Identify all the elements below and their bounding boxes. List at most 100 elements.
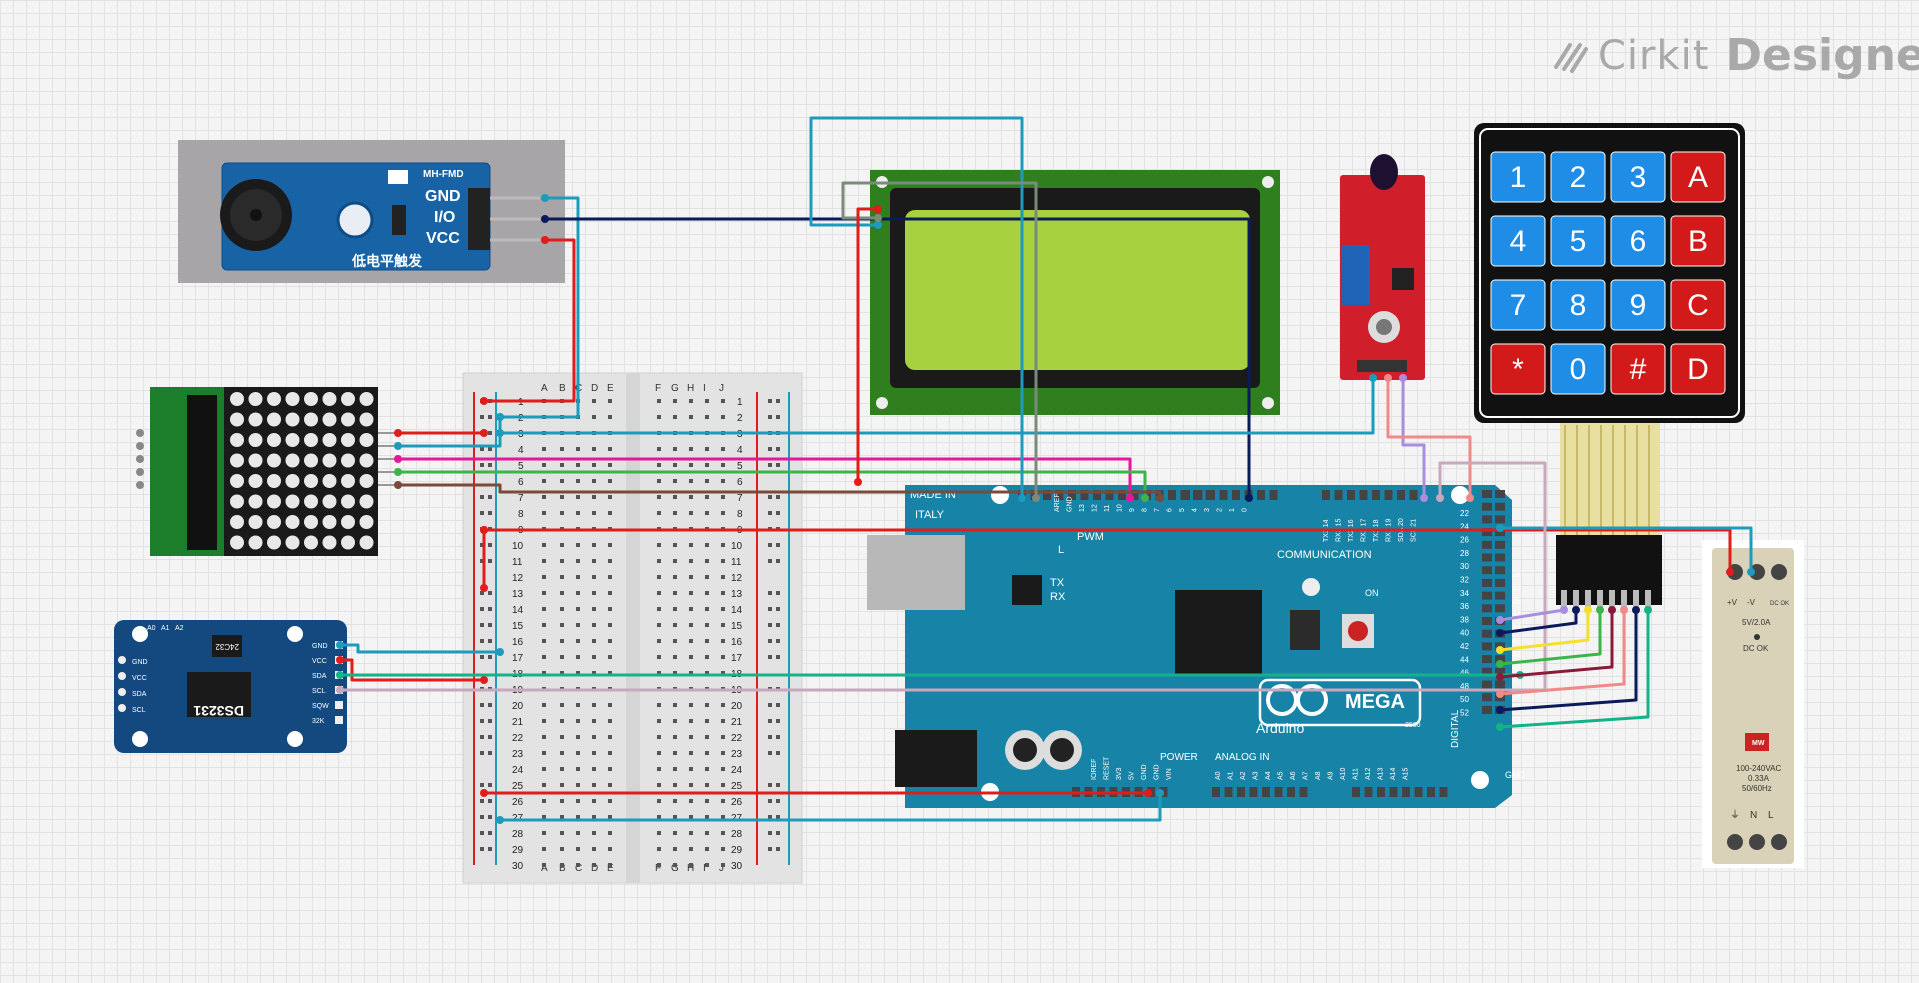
- mega-analog-label: ANALOG IN: [1215, 752, 1269, 763]
- breadboard-hole: [673, 623, 677, 627]
- breadboard-hole: [542, 447, 546, 451]
- analog-pin-label: A4: [1265, 771, 1272, 780]
- digital-pin-label: 28: [1460, 549, 1469, 558]
- breadboard-hole: [542, 463, 546, 467]
- breadboard-hole: [592, 831, 596, 835]
- led-matrix-module[interactable]: [136, 387, 395, 556]
- breadboard-hole: [673, 735, 677, 739]
- header-pin: [1377, 787, 1385, 797]
- digital-pin-label: 30: [1460, 562, 1469, 571]
- breadboard-hole: [673, 511, 677, 515]
- rail-hole: [768, 607, 772, 611]
- breadboard-hole: [721, 575, 725, 579]
- breadboard-col-label: C: [575, 863, 582, 874]
- analog-pin-label: A15: [1403, 767, 1410, 780]
- led-dot: [267, 412, 281, 427]
- breadboard-hole: [592, 815, 596, 819]
- rail-hole: [480, 623, 484, 627]
- digital-pin-label: 32: [1460, 576, 1469, 585]
- header-pin: [1118, 490, 1126, 500]
- wire-end: [541, 236, 549, 244]
- breadboard-hole: [689, 511, 693, 515]
- rail-hole: [480, 639, 484, 643]
- breadboard-hole: [705, 719, 709, 723]
- led-dot: [359, 392, 374, 406]
- rail-hole: [768, 591, 772, 595]
- breadboard-hole: [705, 623, 709, 627]
- header-pin: [1482, 617, 1492, 625]
- header-pin: [1482, 566, 1492, 575]
- breadboard-hole: [657, 735, 661, 739]
- psu-dcok-pin: DC OK: [1770, 601, 1789, 607]
- breadboard-hole: [689, 831, 693, 835]
- breadboard-row-label: 12: [731, 573, 743, 584]
- wire-end: [1384, 374, 1392, 382]
- wire-end: [1572, 606, 1580, 614]
- keypad-key-label: *: [1512, 353, 1524, 386]
- wire-end: [854, 478, 862, 486]
- rtc-left-pin: [118, 672, 126, 680]
- rtc-right-pin-label: SCL: [312, 688, 326, 695]
- breadboard-hole: [560, 815, 564, 819]
- wire-end: [1141, 494, 1149, 502]
- breadboard-hole: [542, 623, 546, 627]
- lcd-display[interactable]: [870, 170, 1280, 415]
- breadboard-hole: [657, 815, 661, 819]
- breadboard-hole: [689, 863, 693, 867]
- breadboard-hole: [689, 671, 693, 675]
- keypad-pin: [1573, 590, 1579, 610]
- breadboard-hole: [542, 863, 546, 867]
- digital-pin-label: 49: [1512, 690, 1521, 699]
- breadboard-hole: [576, 495, 580, 499]
- top-pin-label: 7: [1154, 508, 1161, 512]
- rail-hole: [480, 719, 484, 723]
- digital-pin-label: 41: [1512, 637, 1521, 646]
- analog-pin-label: A5: [1278, 771, 1285, 780]
- wire-end: [1632, 606, 1640, 614]
- breadboard-hole: [608, 783, 612, 787]
- keypad-pin: [1585, 590, 1591, 610]
- arduino-mega[interactable]: MADE IN ITALY PWM COMMUNICATION TX RX L …: [867, 485, 1526, 808]
- rail-hole: [776, 735, 780, 739]
- breadboard-row-label: 6: [518, 477, 524, 488]
- power-pin-label: RESET: [1104, 756, 1111, 780]
- wire-end: [480, 397, 488, 405]
- keypad-pin: [1561, 590, 1567, 610]
- breadboard-hole: [657, 671, 661, 675]
- wire-end: [1466, 494, 1474, 502]
- rail-hole: [480, 735, 484, 739]
- breadboard-hole: [673, 463, 677, 467]
- rtc-module[interactable]: DS3231 24C32 GNDVCCSDASCLGNDVCCSDASCLSQW…: [114, 620, 347, 753]
- rail-hole: [768, 511, 772, 515]
- breadboard-hole: [721, 623, 725, 627]
- rail-hole: [776, 751, 780, 755]
- breadboard-hole: [608, 831, 612, 835]
- breadboard-hole: [560, 511, 564, 515]
- breadboard-hole: [592, 655, 596, 659]
- buzzer-module[interactable]: MH-FMD GND I/O VCC 低电平触发: [178, 140, 565, 283]
- rail-hole: [768, 415, 772, 419]
- header-pin: [1495, 502, 1505, 511]
- breadboard-row-label: 14: [512, 605, 524, 616]
- keypad-key-label: 1: [1510, 161, 1527, 194]
- breadboard-row-label: 8: [518, 509, 524, 520]
- power-supply-meanwell[interactable]: +V -V DC OK 5V/2.0A DC OK MW 100-240VAC …: [1702, 540, 1804, 868]
- breadboard-hole: [592, 559, 596, 563]
- breadboard-hole: [673, 863, 677, 867]
- breadboard-hole: [705, 511, 709, 515]
- rail-hole: [776, 799, 780, 803]
- analog-pin-label: A7: [1303, 771, 1310, 780]
- breadboard-hole: [608, 703, 612, 707]
- wire-end: [496, 413, 504, 421]
- led-dot: [359, 412, 374, 427]
- ir-flame-sensor[interactable]: [1340, 154, 1425, 380]
- rail-hole: [488, 719, 492, 723]
- breadboard-hole: [689, 847, 693, 851]
- keypad-key-label: B: [1688, 225, 1708, 258]
- breadboard-hole: [608, 767, 612, 771]
- rail-hole: [480, 495, 484, 499]
- breadboard-hole: [673, 831, 677, 835]
